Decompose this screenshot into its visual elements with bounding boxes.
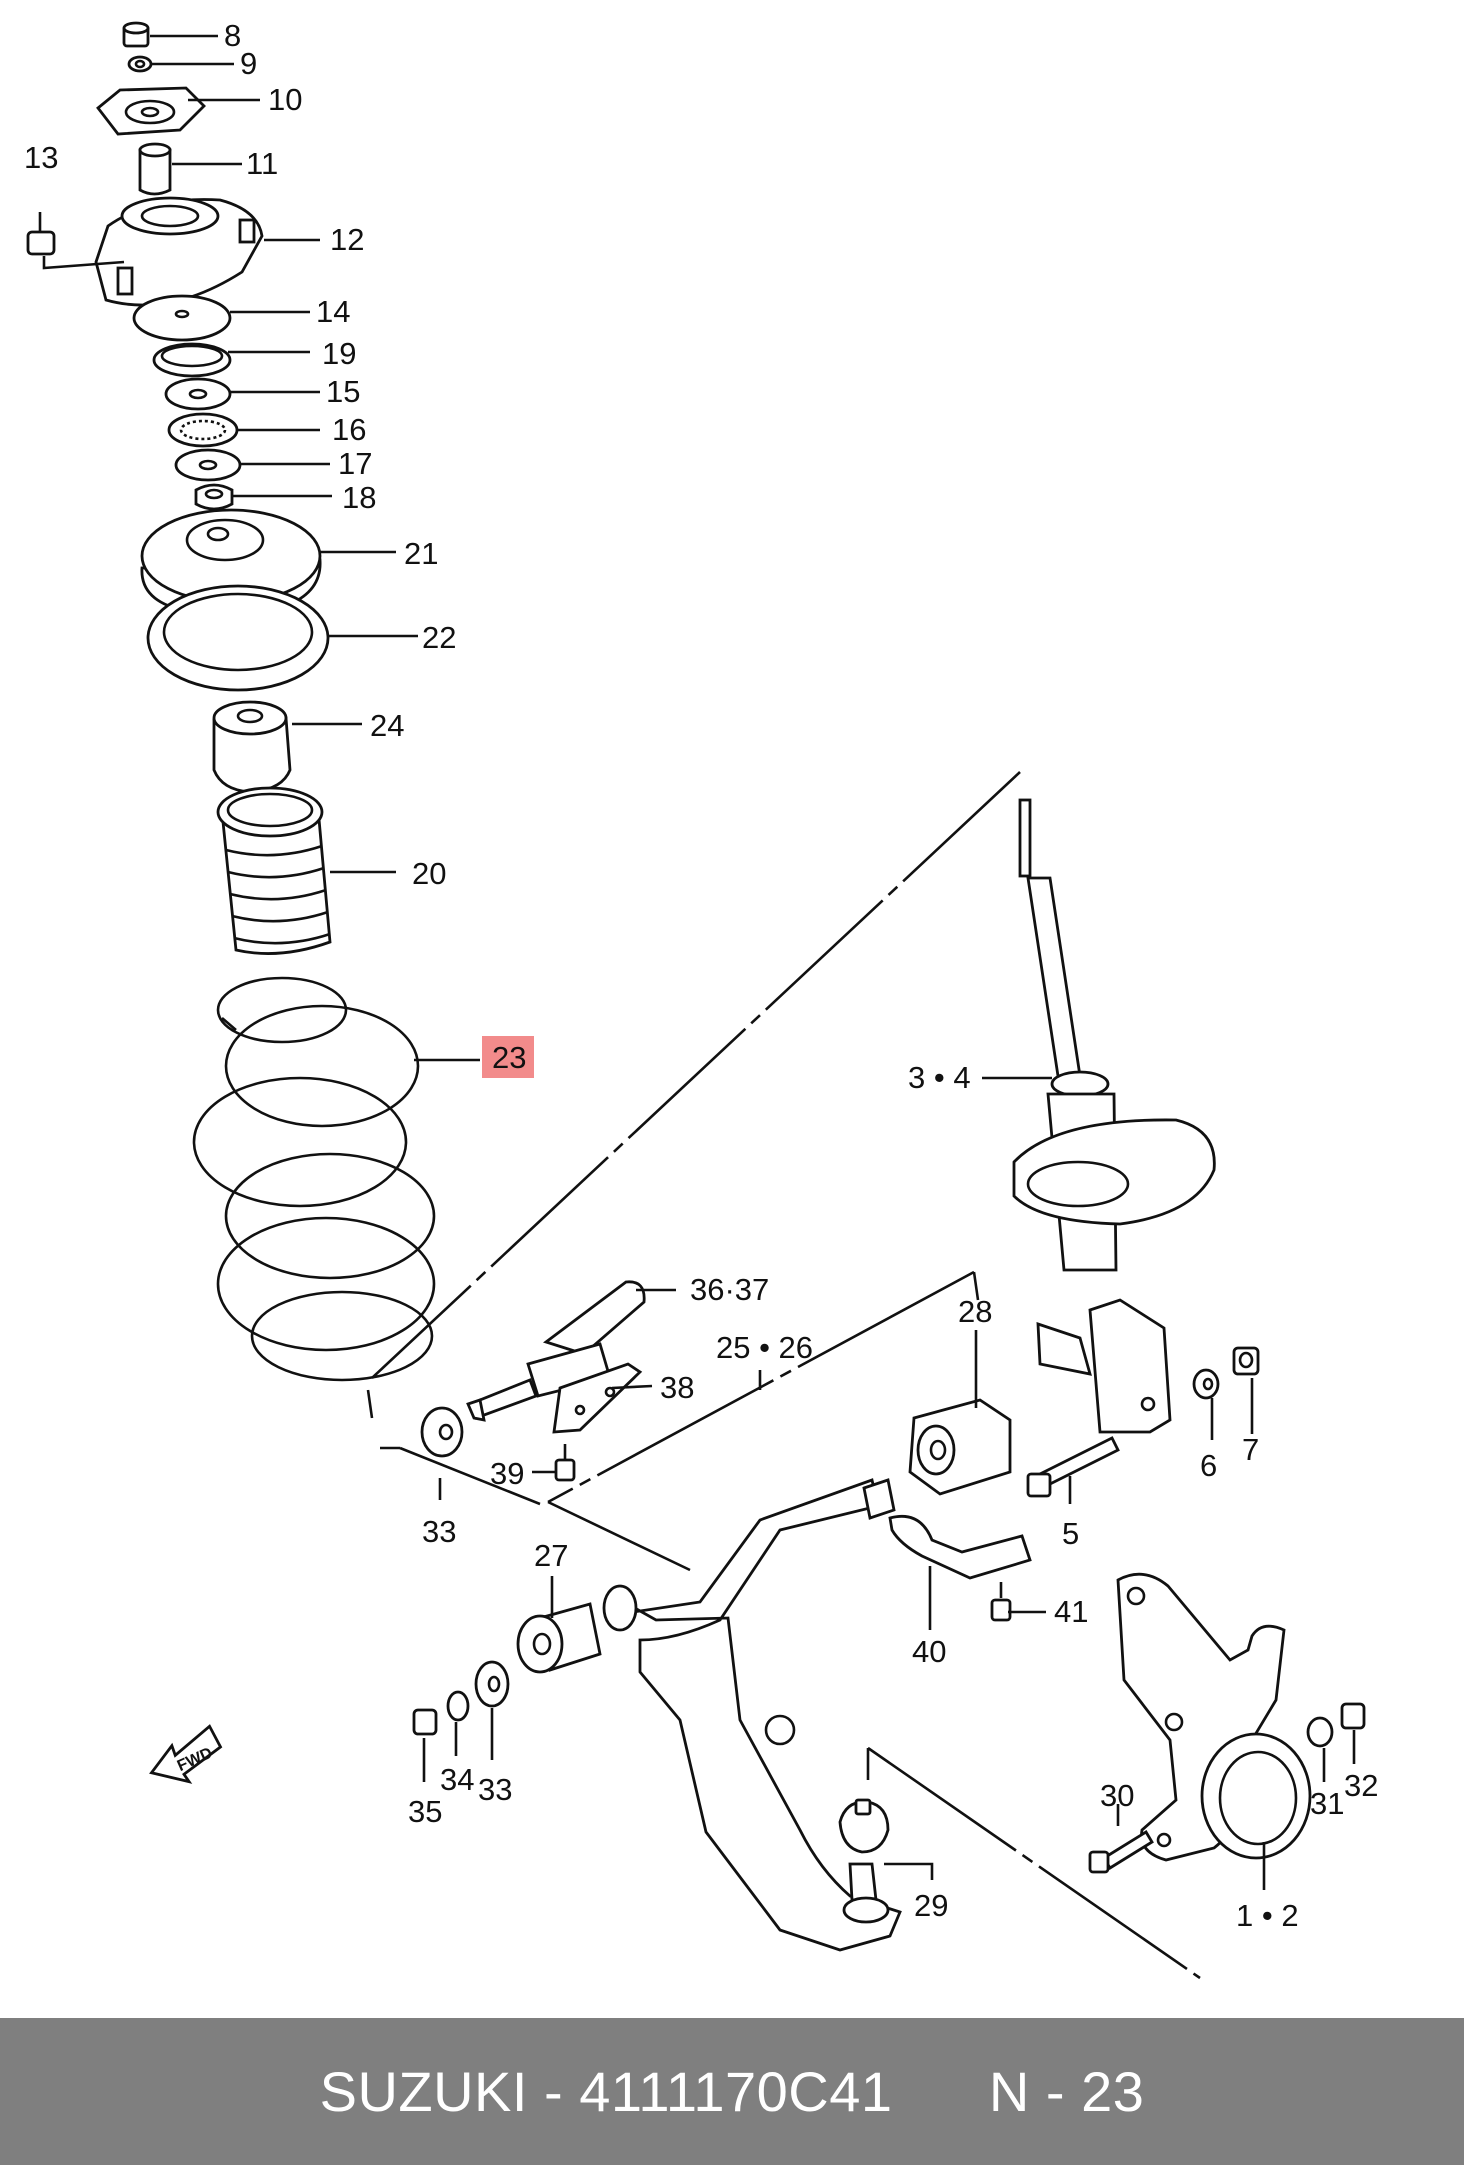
callout-1-2[interactable]: 1 • 2 <box>1236 1898 1299 1933</box>
callout-3-4[interactable]: 3 • 4 <box>908 1060 971 1095</box>
part-18-bushing <box>194 483 234 511</box>
part-35-nut <box>412 1708 438 1736</box>
part-30-bolt <box>1088 1830 1154 1874</box>
footer-part-number: 4111170C41 <box>579 2060 893 2123</box>
callout-29[interactable]: 29 <box>914 1888 948 1923</box>
footer-gap <box>893 2060 989 2123</box>
callout-11[interactable]: 11 <box>246 146 278 181</box>
callout-7[interactable]: 7 <box>1242 1432 1259 1467</box>
part-10-plate <box>96 86 206 136</box>
part-9-washer <box>127 55 153 73</box>
callout-9[interactable]: 9 <box>240 46 257 81</box>
callout-32[interactable]: 32 <box>1344 1768 1378 1803</box>
part-41-bolt <box>990 1582 1012 1622</box>
part-5-bolt <box>1026 1436 1120 1498</box>
part-22-spring-seat-ring <box>146 584 330 692</box>
part-17-washer <box>174 448 242 482</box>
part-1-2-knuckle <box>1116 1572 1312 1862</box>
callout-21[interactable]: 21 <box>404 536 438 571</box>
callout-19[interactable]: 19 <box>322 336 356 371</box>
leader-lines <box>150 34 1356 1890</box>
callout-18[interactable]: 18 <box>342 480 376 515</box>
part-20-dust-boot <box>216 786 332 955</box>
part-8-nut <box>122 21 150 48</box>
callout-20[interactable]: 20 <box>412 856 446 891</box>
highlight-box-part-23 <box>482 1036 534 1078</box>
callout-8[interactable]: 8 <box>224 18 241 53</box>
callout-39[interactable]: 39 <box>490 1456 524 1491</box>
callout-6[interactable]: 6 <box>1200 1448 1217 1483</box>
callout-14[interactable]: 14 <box>316 294 350 329</box>
footer-brand: SUZUKI <box>319 2060 528 2123</box>
callout-16[interactable]: 16 <box>332 412 366 447</box>
callout-34[interactable]: 34 <box>440 1762 474 1797</box>
callout-15[interactable]: 15 <box>326 374 360 409</box>
part-38-bracket <box>552 1362 643 1434</box>
footer-position: N - 23 <box>988 2060 1145 2123</box>
part-19-ring <box>152 342 232 378</box>
parts-diagram: FWD <box>24 18 1378 1980</box>
part-36-37-link <box>466 1280 646 1422</box>
callout-36-37[interactable]: 36·37 <box>690 1272 769 1307</box>
part-12-mount <box>94 196 264 307</box>
part-11-sleeve <box>138 142 172 196</box>
part-29-ball-joint <box>838 1798 890 1924</box>
part-33-washer-b <box>474 1660 510 1708</box>
footer-bar: SUZUKI - 4111170C41 N - 23 <box>0 2018 1464 2165</box>
part-23-coil-spring <box>192 976 436 1382</box>
callout-35[interactable]: 35 <box>408 1794 442 1829</box>
callout-24[interactable]: 24 <box>370 708 404 743</box>
part-33-washer <box>420 1406 464 1458</box>
part-15-washer <box>164 377 232 411</box>
part-28-bushing <box>908 1398 1012 1496</box>
footer-caption: SUZUKI - 4111170C41 N - 23 <box>320 2059 1145 2124</box>
part-40-bracket <box>888 1514 1032 1580</box>
callout-25-26[interactable]: 25 • 26 <box>716 1330 813 1365</box>
callout-22[interactable]: 22 <box>422 620 456 655</box>
callout-27[interactable]: 27 <box>534 1538 568 1573</box>
callout-17[interactable]: 17 <box>338 446 372 481</box>
part-14-disc <box>132 294 232 342</box>
part-3-4-strut <box>1012 798 1216 1434</box>
part-32-nut <box>1340 1702 1366 1730</box>
callout-5[interactable]: 5 <box>1062 1516 1079 1551</box>
part-24-bump-stop <box>212 700 292 794</box>
callout-41[interactable]: 41 <box>1054 1594 1088 1629</box>
part-27-bushing <box>516 1602 602 1674</box>
callout-13[interactable]: 13 <box>24 140 58 175</box>
callout-12[interactable]: 12 <box>330 222 364 257</box>
part-34-washer <box>446 1690 470 1722</box>
part-16-bearing <box>167 412 239 448</box>
callout-31[interactable]: 31 <box>1310 1786 1344 1821</box>
fwd-arrow-icon: FWD <box>149 1724 223 1784</box>
callout-33-lower[interactable]: 33 <box>478 1772 512 1807</box>
callout-38[interactable]: 38 <box>660 1370 694 1405</box>
part-39-bolt <box>554 1444 576 1482</box>
part-7-nut <box>1232 1346 1260 1376</box>
callout-23[interactable]: 23 <box>492 1040 526 1075</box>
part-drawings: FWD <box>26 21 1366 1952</box>
callout-labels: 8 9 10 11 12 13 14 19 15 16 17 18 21 22 … <box>24 18 1378 1933</box>
footer-sep: - <box>527 2060 580 2123</box>
part-13-nut <box>26 212 125 270</box>
callout-33-upper[interactable]: 33 <box>422 1514 456 1549</box>
part-31-washer <box>1306 1716 1334 1748</box>
callout-30[interactable]: 30 <box>1100 1778 1134 1813</box>
callout-28[interactable]: 28 <box>958 1294 992 1329</box>
callout-40[interactable]: 40 <box>912 1634 946 1669</box>
part-6-washer <box>1192 1368 1220 1400</box>
callout-10[interactable]: 10 <box>268 82 302 117</box>
